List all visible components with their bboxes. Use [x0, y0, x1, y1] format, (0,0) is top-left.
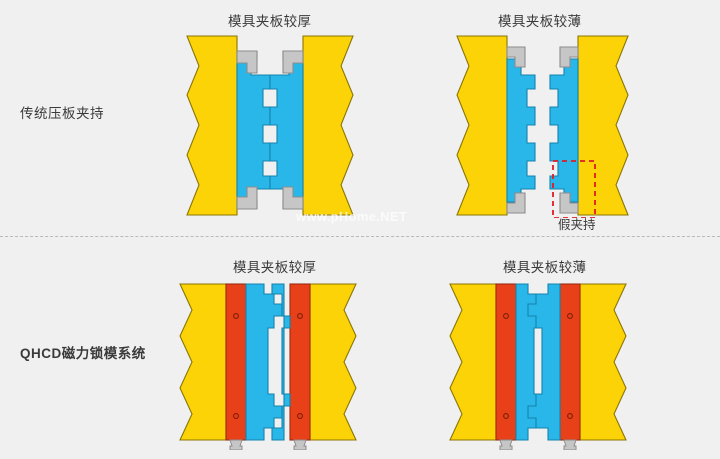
yellow-platen-right	[309, 283, 357, 441]
gray-clamp-top-right	[559, 46, 579, 68]
yellow-platen-left	[456, 35, 508, 216]
red-magnet-left	[225, 283, 247, 441]
blue-mold-right	[527, 283, 561, 441]
gray-clamp-top-left	[506, 46, 526, 68]
gray-clamp-bottom-right	[282, 186, 304, 210]
yellow-platen-left	[179, 283, 227, 441]
foot-left	[499, 439, 513, 450]
bolt-hole-lower-right	[567, 413, 573, 419]
red-magnet-right	[559, 283, 581, 441]
heading-top-right: 模具夹板较薄	[498, 14, 582, 29]
blue-mold-right	[269, 50, 304, 210]
blue-mold-left	[236, 50, 271, 210]
row-label-traditional: 传统压板夹持	[20, 106, 104, 121]
false-clamp-label: 假夹持	[558, 218, 596, 232]
yellow-platen-right	[579, 283, 627, 441]
row-divider	[0, 236, 720, 237]
foot-right	[293, 439, 307, 450]
gray-clamp-bottom-right	[559, 192, 579, 214]
gray-clamp-top-left	[236, 50, 258, 74]
diagram-traditional-thin	[455, 33, 630, 218]
diagram-traditional-thick	[185, 33, 355, 218]
blue-mold-left	[506, 58, 536, 203]
gray-clamp-bottom-left	[506, 192, 526, 214]
yellow-platen-left	[449, 283, 497, 441]
bolt-hole-lower-left	[503, 413, 509, 419]
blue-mold-right	[549, 58, 579, 203]
heading-top-left: 模具夹板较厚	[228, 14, 312, 29]
heading-bottom-left: 模具夹板较厚	[233, 260, 317, 275]
yellow-platen-right	[577, 35, 629, 216]
diagram-qhcd-thin	[448, 282, 628, 450]
bolt-hole-lower-left	[233, 413, 239, 419]
yellow-platen-left	[186, 35, 238, 216]
blue-mold-left	[245, 283, 283, 441]
red-magnet-left	[495, 283, 517, 441]
gray-clamp-bottom-left	[236, 186, 258, 210]
row-label-qhcd: QHCD磁力锁模系统	[20, 346, 146, 361]
yellow-platen-right	[302, 35, 354, 216]
false-clamp-callout	[552, 160, 596, 218]
blue-mold-right	[271, 283, 291, 441]
bolt-hole-lower-right	[297, 413, 303, 419]
foot-right	[563, 439, 577, 450]
bolt-hole-upper-right	[567, 313, 573, 319]
diagram-qhcd-thick	[178, 282, 358, 450]
heading-bottom-right: 模具夹板较薄	[503, 260, 587, 275]
gray-clamp-top-right	[282, 50, 304, 74]
bolt-hole-upper-left	[503, 313, 509, 319]
bolt-hole-upper-right	[297, 313, 303, 319]
bolt-hole-upper-left	[233, 313, 239, 319]
red-magnet-right	[289, 283, 311, 441]
foot-left	[229, 439, 243, 450]
